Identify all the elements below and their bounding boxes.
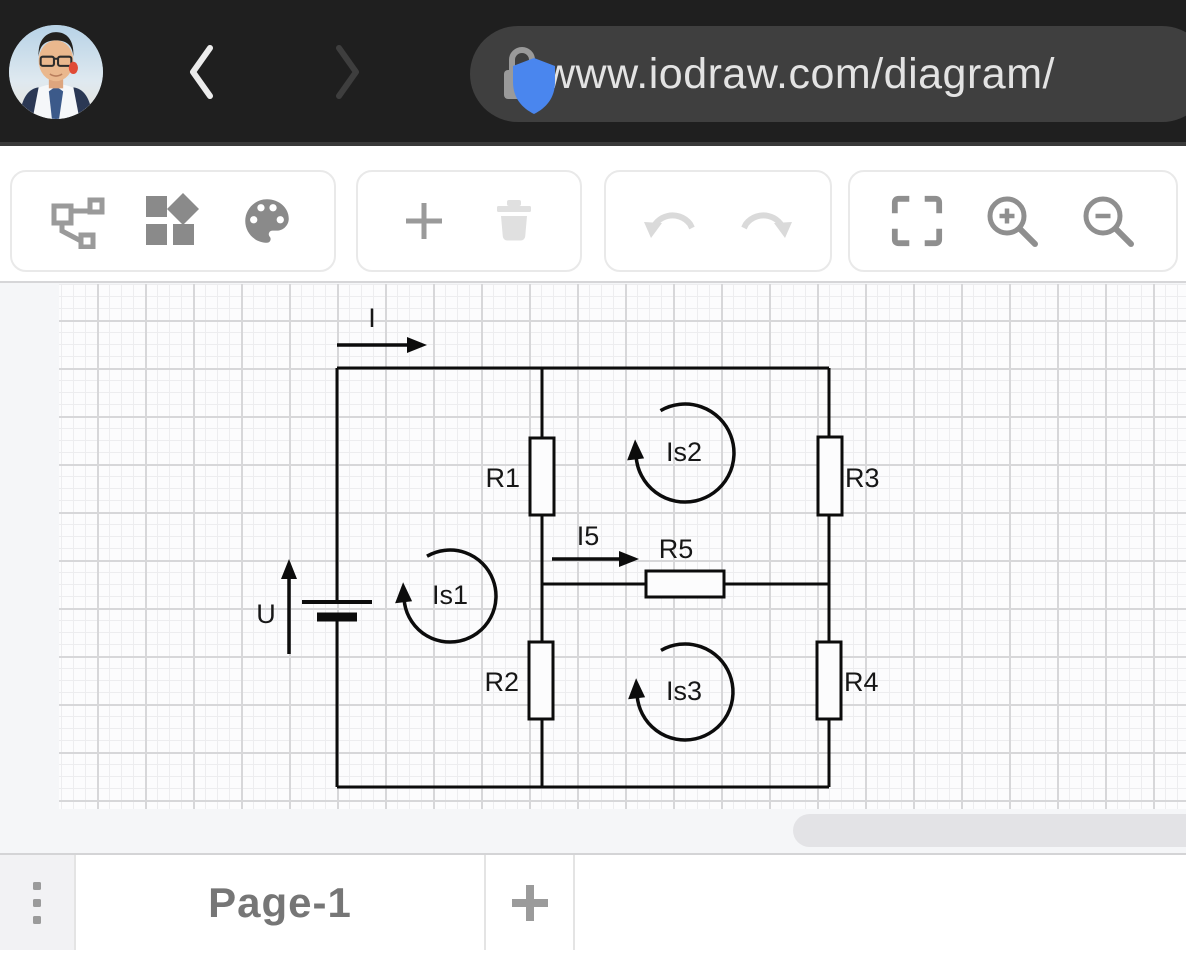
zoom-out-button[interactable] — [1080, 193, 1136, 249]
zoom-in-icon — [987, 196, 1038, 247]
editor-toolbar — [0, 146, 1186, 283]
undo-icon — [644, 212, 695, 238]
tree-structure-button[interactable] — [50, 193, 106, 249]
shape-library-button[interactable] — [144, 193, 200, 249]
add-page-button[interactable] — [486, 855, 575, 950]
palette-icon — [245, 199, 289, 243]
label-r3[interactable]: R3 — [845, 463, 880, 493]
label-r5[interactable]: R5 — [659, 534, 694, 564]
fit-screen-button[interactable] — [890, 194, 944, 248]
security-shield-icon — [513, 58, 555, 114]
label-r4[interactable]: R4 — [844, 667, 879, 697]
chevron-right-icon — [336, 45, 359, 99]
toolbar-group-history — [604, 170, 832, 272]
url-bar[interactable]: www.iodraw.com/diagram/ — [470, 26, 1186, 122]
page-tab-label: Page-1 — [208, 878, 352, 926]
add-shape-button[interactable] — [401, 198, 447, 244]
battery-symbol[interactable] — [302, 600, 372, 622]
circuit-diagram[interactable]: I U I5 R1 R2 R3 R4 R5 Is1 Is2 Is3 — [0, 284, 1186, 853]
delete-button[interactable] — [491, 198, 537, 244]
zoom-out-icon — [1083, 196, 1134, 247]
shapes-icon — [146, 193, 199, 245]
pages-bar-empty-space — [575, 855, 1186, 950]
loop-is3[interactable] — [628, 642, 735, 742]
label-voltage-u[interactable]: U — [256, 599, 276, 629]
current-arrow-i[interactable] — [337, 337, 427, 353]
toolbar-group-edit — [356, 170, 582, 272]
pages-menu-button[interactable] — [0, 855, 76, 950]
voltage-arrow-u[interactable] — [281, 559, 297, 654]
resistor-r1[interactable] — [528, 436, 556, 517]
canvas-area: I U I5 R1 R2 R3 R4 R5 Is1 Is2 Is3 — [0, 283, 1186, 853]
label-is3[interactable]: Is3 — [666, 676, 702, 706]
toolbar-group-tools — [10, 170, 336, 272]
plus-icon — [406, 203, 443, 239]
label-is2[interactable]: Is2 — [666, 437, 702, 467]
redo-button[interactable] — [736, 198, 794, 244]
pages-bar: Page-1 — [0, 853, 1186, 950]
label-is1[interactable]: Is1 — [432, 580, 468, 610]
page-tab[interactable]: Page-1 — [76, 855, 486, 950]
redo-icon — [741, 212, 792, 238]
color-palette-button[interactable] — [238, 192, 296, 250]
browser-topbar: www.iodraw.com/diagram/ — [0, 0, 1186, 146]
resistor-r2[interactable] — [527, 640, 555, 721]
drawing-page[interactable] — [59, 284, 1186, 809]
trash-icon — [496, 200, 531, 241]
label-r2[interactable]: R2 — [484, 667, 519, 697]
label-current-i[interactable]: I — [368, 303, 376, 333]
loop-is1[interactable] — [395, 548, 498, 644]
resistor-r5[interactable] — [644, 569, 726, 599]
fit-screen-icon — [891, 195, 943, 247]
current-arrow-i5[interactable] — [552, 551, 639, 567]
chevron-left-icon — [190, 45, 213, 99]
avatar-photo — [9, 25, 103, 119]
resistor-r4[interactable] — [815, 640, 843, 721]
avatar[interactable] — [9, 25, 103, 119]
resistor-r3[interactable] — [816, 435, 844, 517]
horizontal-scrollbar-thumb[interactable] — [793, 814, 1186, 847]
tree-structure-icon — [51, 197, 105, 249]
undo-button[interactable] — [642, 198, 700, 244]
zoom-in-button[interactable] — [984, 193, 1040, 249]
label-current-i5[interactable]: I5 — [577, 521, 600, 551]
vertical-dots-icon — [33, 881, 41, 924]
browser-back-button[interactable] — [185, 44, 215, 100]
loop-is2[interactable] — [627, 402, 736, 504]
toolbar-group-view — [848, 170, 1178, 272]
url-text: www.iodraw.com/diagram/ — [544, 50, 1055, 98]
label-r1[interactable]: R1 — [485, 463, 520, 493]
add-page-plus-icon — [511, 884, 548, 921]
browser-forward-button[interactable] — [334, 44, 364, 100]
circuit-wires[interactable] — [335, 366, 831, 789]
